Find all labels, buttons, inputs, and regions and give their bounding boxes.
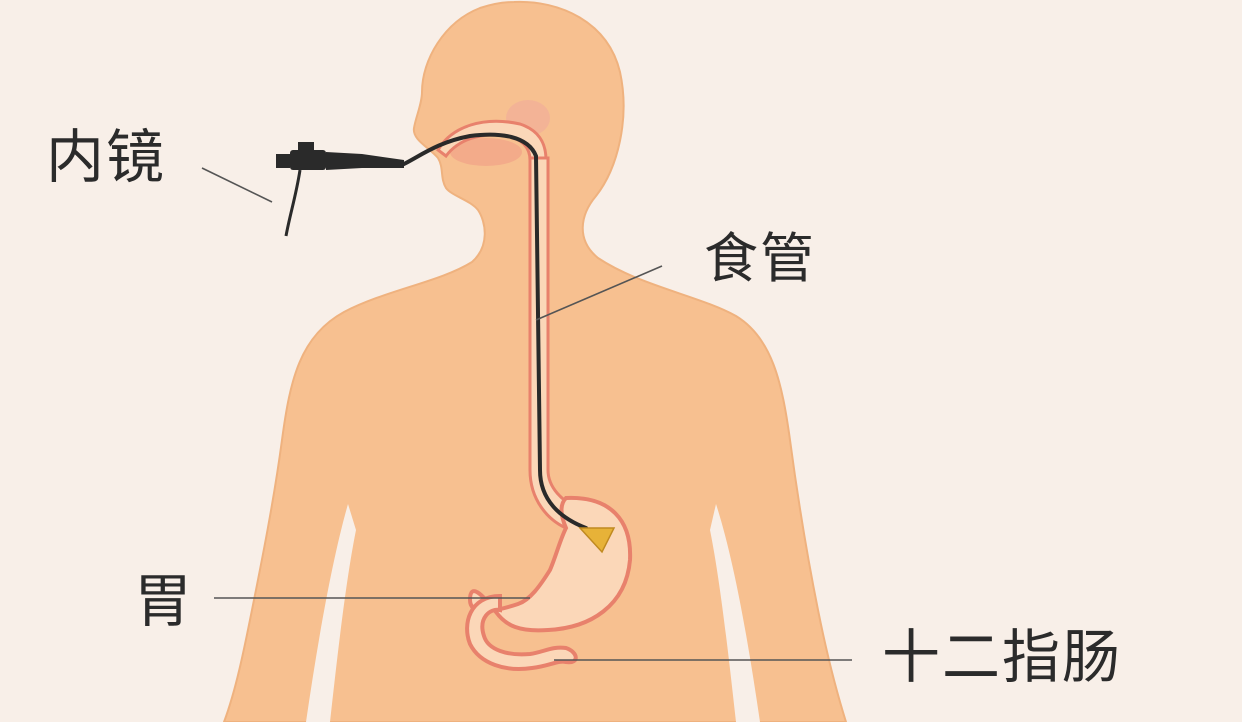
esophagus-leader-line	[535, 265, 663, 321]
duodenum-label: 十二指肠	[882, 623, 1123, 691]
endoscope-leader-line	[201, 167, 273, 203]
left-arm-gap	[306, 504, 356, 722]
stomach-label: 胃	[134, 567, 195, 635]
tonsil-tissue	[450, 138, 522, 166]
endoscope-tip	[578, 527, 616, 554]
duodenum-organ	[465, 593, 578, 671]
endoscope-device	[276, 132, 616, 554]
endoscope-label: 内镜	[46, 123, 167, 191]
right-arm-gap	[710, 504, 760, 722]
esophagus-label: 食管	[704, 227, 816, 290]
